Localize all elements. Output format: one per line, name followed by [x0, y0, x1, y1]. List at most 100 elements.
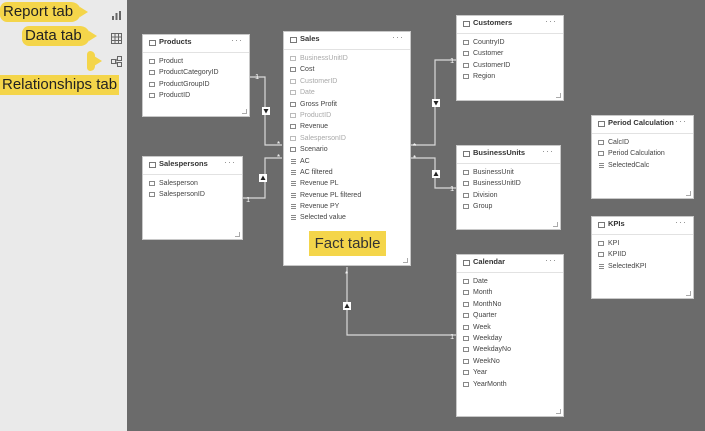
resize-grip-icon[interactable] [553, 222, 558, 227]
field-row[interactable]: MonthNo [457, 299, 563, 310]
table-icon [463, 21, 470, 27]
field-row[interactable]: AC filtered [284, 167, 410, 178]
field-row[interactable]: Weekday [457, 333, 563, 344]
field-name: CustomerID [473, 61, 511, 69]
relationship-salespersons-sales[interactable]: 1* [243, 153, 282, 204]
field-row[interactable]: Group [457, 201, 560, 212]
field-row[interactable]: Division [457, 190, 560, 201]
relationship-customers-sales[interactable]: 1* [411, 56, 456, 151]
more-options-icon[interactable]: ··· [545, 255, 557, 265]
field-row[interactable]: CalcID [592, 137, 693, 148]
more-options-icon[interactable]: ··· [675, 217, 687, 227]
table-header[interactable]: Period Calculation··· [592, 116, 693, 134]
resize-grip-icon[interactable] [686, 191, 691, 196]
table-icon [598, 121, 605, 127]
table-header[interactable]: KPIs··· [592, 217, 693, 235]
more-options-icon[interactable]: ··· [224, 157, 236, 167]
field-row[interactable]: SelectedCalc [592, 160, 693, 171]
field-row[interactable]: Region [457, 71, 563, 82]
table-header[interactable]: BusinessUnits··· [457, 146, 560, 164]
relationship-businessunits-sales[interactable]: 1* [411, 154, 456, 193]
field-row[interactable]: AC [284, 156, 410, 167]
field-row[interactable]: BusinessUnitID [284, 53, 410, 64]
resize-grip-icon[interactable] [235, 232, 240, 237]
field-row[interactable]: Week [457, 322, 563, 333]
more-options-icon[interactable]: ··· [392, 32, 404, 42]
field-name: CustomerID [300, 77, 338, 85]
field-row[interactable]: KPI [592, 238, 693, 249]
field-row[interactable]: ProductGroupID [143, 79, 249, 90]
field-row[interactable]: Revenue PL filtered [284, 190, 410, 201]
relationship-products-sales[interactable]: 1* [250, 72, 282, 149]
left-view-rail: Report tab Data tab Relationships tab [0, 0, 127, 431]
model-view-icon[interactable] [111, 54, 122, 67]
field-row[interactable]: Cost [284, 64, 410, 75]
field-row[interactable]: Salesperson [143, 178, 242, 189]
table-header[interactable]: Sales··· [284, 32, 410, 50]
field-row[interactable]: CustomerID [457, 60, 563, 71]
field-row[interactable]: Period Calculation [592, 148, 693, 159]
resize-grip-icon[interactable] [556, 409, 561, 414]
field-row[interactable]: Product [143, 56, 249, 67]
field-name: CalcID [608, 139, 630, 146]
field-row[interactable]: WeekdayNo [457, 344, 563, 355]
field-name: Quarter [473, 312, 497, 320]
more-options-icon[interactable]: ··· [231, 35, 243, 45]
field-row[interactable]: Month [457, 287, 563, 298]
field-row[interactable]: Scenario [284, 144, 410, 155]
field-row[interactable]: YearMonth [457, 379, 563, 390]
field-row[interactable]: ProductID [143, 90, 249, 101]
resize-grip-icon[interactable] [242, 109, 247, 114]
resize-grip-icon[interactable] [686, 291, 691, 296]
field-row[interactable]: CountryID [457, 37, 563, 48]
field-row[interactable]: Date [457, 276, 563, 287]
field-row[interactable]: ProductCategoryID [143, 67, 249, 78]
fact-table-annotation: Fact table [309, 231, 386, 256]
field-row[interactable]: CustomerID [284, 76, 410, 87]
measure-icon [291, 215, 296, 222]
table-header[interactable]: Salespersons··· [143, 157, 242, 175]
field-row[interactable]: Quarter [457, 310, 563, 321]
field-row[interactable]: Gross Profit [284, 99, 410, 110]
field-row[interactable]: Selected value [284, 212, 410, 223]
field-row[interactable]: SalespersonID [284, 133, 410, 144]
field-row[interactable]: ProductID [284, 110, 410, 121]
measure-icon [291, 192, 296, 199]
data-view-icon[interactable] [111, 31, 122, 44]
more-options-icon[interactable]: ··· [675, 116, 687, 126]
field-name: Region [473, 73, 496, 81]
field-row[interactable]: WeekNo [457, 356, 563, 367]
field-row[interactable]: Date [284, 87, 410, 98]
resize-grip-icon[interactable] [403, 258, 408, 263]
field-row[interactable]: SelectedKPI [592, 261, 693, 272]
field-row[interactable]: BusinessUnit [457, 167, 560, 178]
field-row[interactable]: Revenue [284, 121, 410, 132]
table-header[interactable]: Customers··· [457, 16, 563, 34]
cardinality-one-label: 1 [450, 332, 454, 341]
relationship-line[interactable] [346, 267, 456, 336]
relationship-calendar-sales[interactable]: 1* [343, 267, 456, 341]
more-options-icon[interactable]: ··· [542, 146, 554, 156]
field-row[interactable]: Revenue PL [284, 178, 410, 189]
field-row[interactable]: Revenue PY [284, 201, 410, 212]
measure-icon [291, 181, 296, 188]
field-row[interactable]: KPIID [592, 249, 693, 260]
relationships-tab-callout: Relationships tab [0, 75, 120, 95]
more-options-icon[interactable]: ··· [545, 16, 557, 26]
resize-grip-icon[interactable] [556, 93, 561, 98]
table-header[interactable]: Calendar··· [457, 255, 563, 273]
field-row[interactable]: SalespersonID [143, 189, 242, 200]
field-row[interactable]: Customer [457, 48, 563, 59]
report-view-icon[interactable] [111, 8, 122, 20]
field-row[interactable]: Year [457, 367, 563, 378]
field-row[interactable]: BusinessUnitID [457, 178, 560, 189]
table-header[interactable]: Products··· [143, 35, 249, 53]
